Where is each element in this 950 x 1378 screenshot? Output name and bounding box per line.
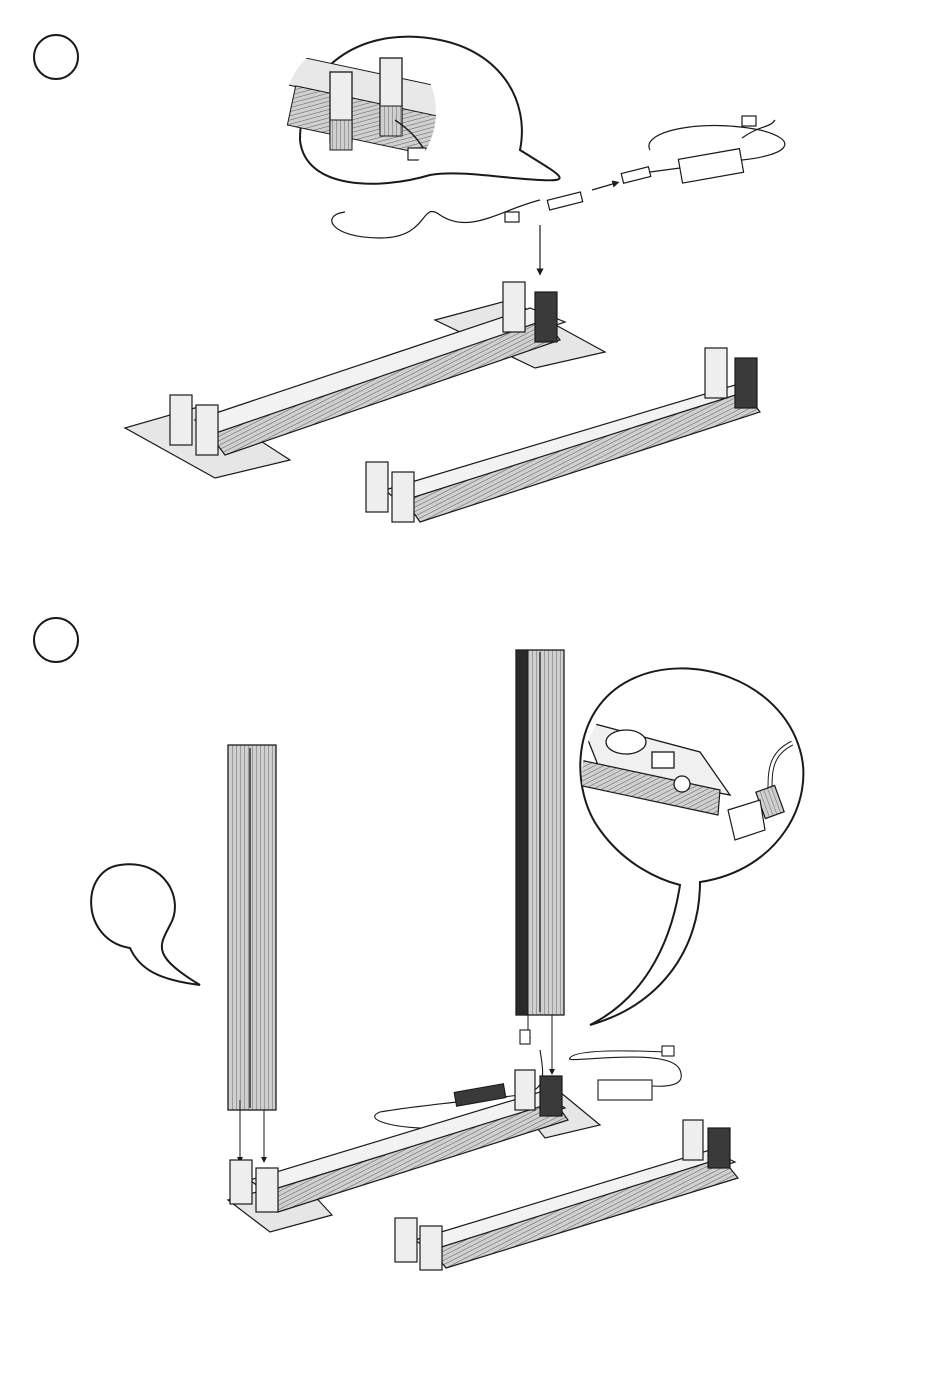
plug-icon: [742, 116, 756, 126]
dc-socket-icon: [674, 776, 690, 792]
step-1-detail-callout: [280, 37, 560, 184]
inline-connector-icon: [547, 192, 582, 210]
right-angle-plug-icon: [505, 212, 519, 222]
power-adapter-icon: [678, 149, 743, 183]
step-2-plug-icon: [662, 1046, 674, 1056]
step-2-empty-callout: [91, 864, 200, 985]
rail-profile: [210, 320, 560, 455]
step-2-post-left: [228, 745, 276, 1160]
step-2-power-adapter-icon: [598, 1080, 652, 1100]
step-2-detail-callout: [578, 668, 803, 1025]
step-2-cable-clip: [454, 1084, 506, 1106]
label-icon: [652, 752, 674, 768]
step-2-post-right: [516, 650, 564, 1072]
